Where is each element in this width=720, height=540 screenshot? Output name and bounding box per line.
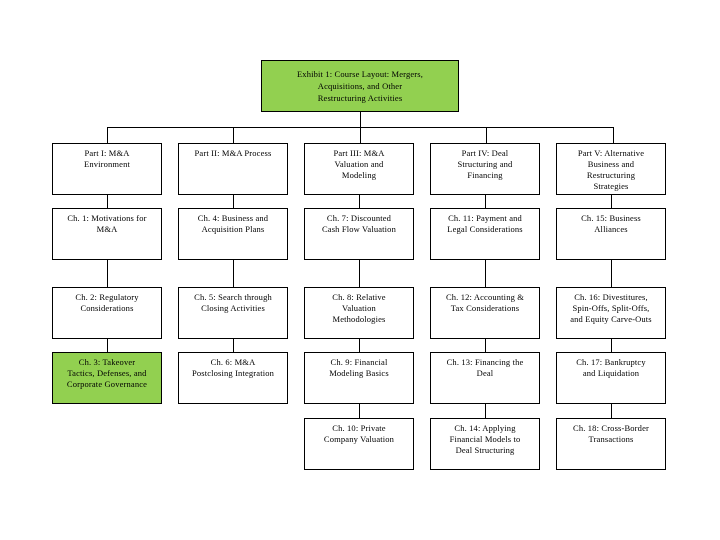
part-box-2-label: Part II: M&A Process: [194, 148, 272, 158]
chapter-box-4-1[interactable]: Ch. 11: Payment and Legal Considerations: [430, 208, 540, 260]
connector-c1-r2-r3: [107, 260, 108, 287]
chapter-box-1-3[interactable]: Ch. 3: Takeover Tactics, Defenses, and C…: [52, 352, 162, 404]
connector-c2-r1-r2: [233, 195, 234, 208]
chapter-box-5-1[interactable]: Ch. 15: Business Alliances: [556, 208, 666, 260]
chapter-box-3-2[interactable]: Ch. 8: Relative Valuation Methodologies: [304, 287, 414, 339]
connector-c5-r4-r5: [611, 404, 612, 418]
chapter-box-3-1[interactable]: Ch. 7: Discounted Cash Flow Valuation: [304, 208, 414, 260]
chapter-box-4-3[interactable]: Ch. 13: Financing the Deal: [430, 352, 540, 404]
chapter-box-4-4[interactable]: Ch. 14: Applying Financial Models to Dea…: [430, 418, 540, 470]
chapter-box-5-3-label: Ch. 17: Bankruptcy and Liquidation: [576, 357, 646, 378]
chapter-box-4-4-label: Ch. 14: Applying Financial Models to Dea…: [449, 423, 521, 455]
chapter-box-5-3[interactable]: Ch. 17: Bankruptcy and Liquidation: [556, 352, 666, 404]
chapter-box-3-1-label: Ch. 7: Discounted Cash Flow Valuation: [321, 213, 396, 234]
chapter-box-2-1-label: Ch. 4: Business and Acquisition Plans: [197, 213, 269, 234]
part-box-5-label: Part V: Alternative Business and Restruc…: [577, 148, 645, 191]
connector-c2-r3-r4: [233, 339, 234, 352]
chapter-box-4-3-label: Ch. 13: Financing the Deal: [446, 357, 524, 378]
part-box-5[interactable]: Part V: Alternative Business and Restruc…: [556, 143, 666, 195]
chapter-box-1-1[interactable]: Ch. 1: Motivations for M&A: [52, 208, 162, 260]
connector-c3-r2-r3: [359, 260, 360, 287]
exhibit-title-box[interactable]: Exhibit 1: Course Layout: Mergers, Acqui…: [261, 60, 459, 112]
chapter-box-5-2-label: Ch. 16: Divestitures, Spin-Offs, Split-O…: [570, 292, 652, 324]
connector-c3-r1-r2: [359, 195, 360, 208]
part-box-4-label: Part IV: Deal Structuring and Financing: [457, 148, 513, 180]
connector-c4-r4-r5: [485, 404, 486, 418]
exhibit-title-label: Exhibit 1: Course Layout: Mergers, Acqui…: [296, 69, 424, 103]
connector-bus-drop-5: [613, 127, 614, 143]
part-box-3[interactable]: Part III: M&A Valuation and Modeling: [304, 143, 414, 195]
connector-c5-r2-r3: [611, 260, 612, 287]
connector-c4-r3-r4: [485, 339, 486, 352]
connector-title-stem: [360, 112, 361, 127]
connector-c5-r3-r4: [611, 339, 612, 352]
chapter-box-1-3-label: Ch. 3: Takeover Tactics, Defenses, and C…: [66, 357, 148, 389]
chapter-box-5-4[interactable]: Ch. 18: Cross-Border Transactions: [556, 418, 666, 470]
chapter-box-2-1[interactable]: Ch. 4: Business and Acquisition Plans: [178, 208, 288, 260]
chapter-box-1-2-label: Ch. 2: Regulatory Considerations: [75, 292, 139, 313]
connector-bus-drop-2: [233, 127, 234, 143]
chapter-box-4-2[interactable]: Ch. 12: Accounting & Tax Considerations: [430, 287, 540, 339]
connector-c2-r2-r3: [233, 260, 234, 287]
chapter-box-3-4-label: Ch. 10: Private Company Valuation: [323, 423, 395, 444]
connector-c3-r3-r4: [359, 339, 360, 352]
part-box-2[interactable]: Part II: M&A Process: [178, 143, 288, 195]
chapter-box-1-1-label: Ch. 1: Motivations for M&A: [67, 213, 147, 234]
chapter-box-3-3[interactable]: Ch. 9: Financial Modeling Basics: [304, 352, 414, 404]
connector-c4-r2-r3: [485, 260, 486, 287]
chapter-box-4-1-label: Ch. 11: Payment and Legal Considerations: [447, 213, 523, 234]
chapter-box-5-4-label: Ch. 18: Cross-Border Transactions: [573, 423, 649, 444]
chapter-box-2-2-label: Ch. 5: Search through Closing Activities: [194, 292, 272, 313]
connector-c3-r4-r5: [359, 404, 360, 418]
chapter-box-2-2[interactable]: Ch. 5: Search through Closing Activities: [178, 287, 288, 339]
connector-c1-r1-r2: [107, 195, 108, 208]
chapter-box-3-2-label: Ch. 8: Relative Valuation Methodologies: [332, 292, 386, 324]
chapter-box-5-1-label: Ch. 15: Business Alliances: [581, 213, 641, 234]
chapter-box-4-2-label: Ch. 12: Accounting & Tax Considerations: [445, 292, 525, 313]
connector-bus-drop-1: [107, 127, 108, 143]
part-box-1-label: Part I: M&A Environment: [83, 148, 131, 169]
chapter-box-5-2[interactable]: Ch. 16: Divestitures, Spin-Offs, Split-O…: [556, 287, 666, 339]
connector-bus-drop-4: [486, 127, 487, 143]
chapter-box-2-3[interactable]: Ch. 6: M&A Postclosing Integration: [178, 352, 288, 404]
connector-bus-drop-3: [360, 127, 361, 143]
connector-c5-r1-r2: [611, 195, 612, 208]
chapter-box-3-3-label: Ch. 9: Financial Modeling Basics: [329, 357, 389, 378]
chapter-box-2-3-label: Ch. 6: M&A Postclosing Integration: [191, 357, 275, 378]
part-box-1[interactable]: Part I: M&A Environment: [52, 143, 162, 195]
chapter-box-3-4[interactable]: Ch. 10: Private Company Valuation: [304, 418, 414, 470]
part-box-3-label: Part III: M&A Valuation and Modeling: [333, 148, 385, 180]
chapter-box-1-2[interactable]: Ch. 2: Regulatory Considerations: [52, 287, 162, 339]
part-box-4[interactable]: Part IV: Deal Structuring and Financing: [430, 143, 540, 195]
connector-c1-r3-r4: [107, 339, 108, 352]
connector-c4-r1-r2: [485, 195, 486, 208]
